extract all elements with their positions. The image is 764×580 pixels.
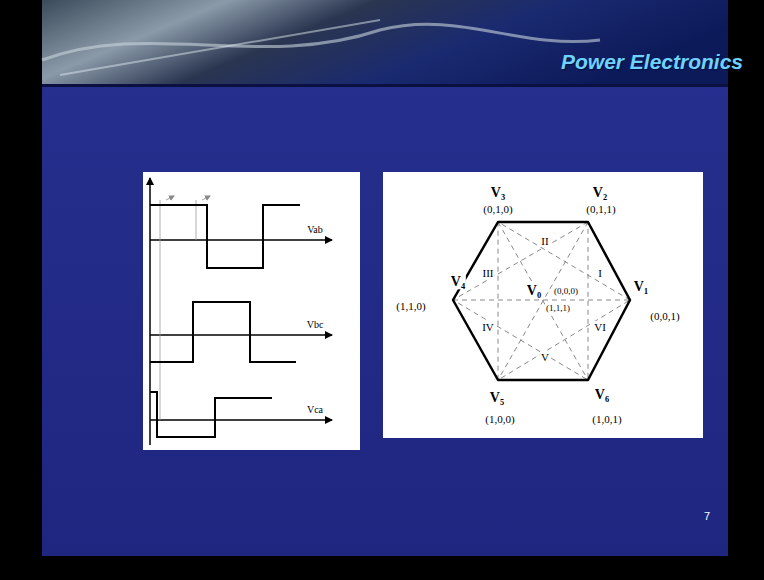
sector-number: V: [540, 351, 550, 363]
vector-name: V₁: [633, 279, 649, 294]
vector-name: V₂: [592, 185, 608, 200]
switch-state: (1,0,1): [591, 413, 622, 425]
vector-name: V₆: [594, 387, 610, 402]
slide-number: 7: [704, 510, 710, 522]
signal-name: Vab: [307, 224, 323, 235]
switch-state: (1,0,0): [484, 413, 515, 425]
sector-number: III: [482, 267, 495, 279]
vector-name: V₀: [526, 283, 542, 298]
vector-name: V₅: [489, 390, 505, 405]
switch-state: (1,1,0): [395, 300, 426, 312]
sector-number: I: [597, 267, 603, 279]
sector-number: VI: [593, 321, 607, 333]
switch-state: (0,1,0): [482, 203, 513, 215]
switch-state: (0,0,1): [649, 310, 680, 322]
switch-state: (1,1,1): [545, 304, 571, 314]
vector-name: V₃: [490, 185, 506, 200]
sector-number: IV: [481, 321, 495, 333]
signal-name: Vbc: [307, 319, 324, 330]
signal-name: Vca: [307, 404, 323, 415]
switch-state: (0,1,1): [585, 203, 616, 215]
sector-number: II: [540, 235, 549, 247]
switch-state: (0,0,0): [553, 287, 579, 297]
vector-name: V₄: [450, 274, 466, 289]
slide-title: Power Electronics: [561, 50, 743, 73]
